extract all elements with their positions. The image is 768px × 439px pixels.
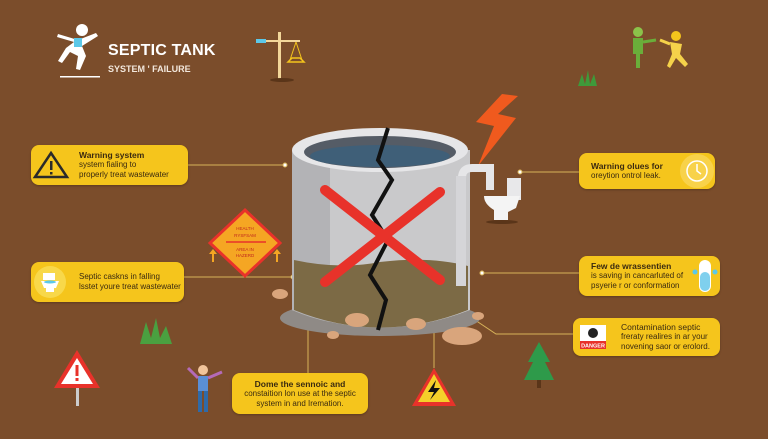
callout-text: freraty realires in ar your [621,332,708,341]
callout-heading: Contamination septic [621,322,701,332]
callout-text: psyerie r or conformation [591,281,680,290]
callout-heading: Dome the sennoic and [254,378,346,389]
callout-text: Septic caskns in falling [79,272,160,281]
danger-sign-icon: DANGER [580,325,606,350]
lightning-bolt-icon [476,94,518,166]
red-cross-icon [320,185,445,287]
callout-text: lsstet youre treat wastewater [79,282,181,291]
page-subtitle: SYSTEM ' FAILURE [108,64,191,74]
water-tank-icon [692,260,718,292]
warning-triangle-icon [32,150,70,179]
logo-figure-icon [57,24,100,78]
electric-hazard-icon [412,368,456,406]
callout-text: is saving in cancarluted of [591,271,684,280]
toilet-icon [34,266,66,298]
callout-text: system fialing to [79,160,137,169]
pine-tree-icon [524,342,554,388]
person-icon [186,365,223,412]
children-playing-icon [633,27,688,68]
sign-line: RYSFSAM [234,233,256,238]
rocks [272,289,484,345]
callout-heading: Few de wrassentien [591,261,672,271]
sign-line: AREA IN [236,247,254,252]
sign-line: HEALTH [236,226,253,231]
callout-heading: Warning system [79,150,145,160]
grass-tuft-icon [140,70,597,344]
hazard-diamond-sign: HEALTH RYSFSAM AREA IN HAZERD [207,207,283,279]
warning-sign-icon [54,350,100,406]
callout-text: novening saor or erolord. [621,342,710,351]
justice-scale-icon [256,32,306,82]
page-title: SEPTIC TANK [108,42,216,59]
callout-text: oreytion ontrol leak. [591,171,661,180]
clock-icon [680,154,714,188]
callout-heading: Warning olues for [591,161,663,171]
callout-text: properly treat wastewater [79,170,169,179]
callout-text: constaition lon use at the septic [244,388,356,398]
danger-label: DANGER [581,344,605,350]
toilet-icon [484,178,521,224]
callout-text: system in and Iremation. [256,398,344,408]
sign-line: HAZERD [236,253,255,258]
